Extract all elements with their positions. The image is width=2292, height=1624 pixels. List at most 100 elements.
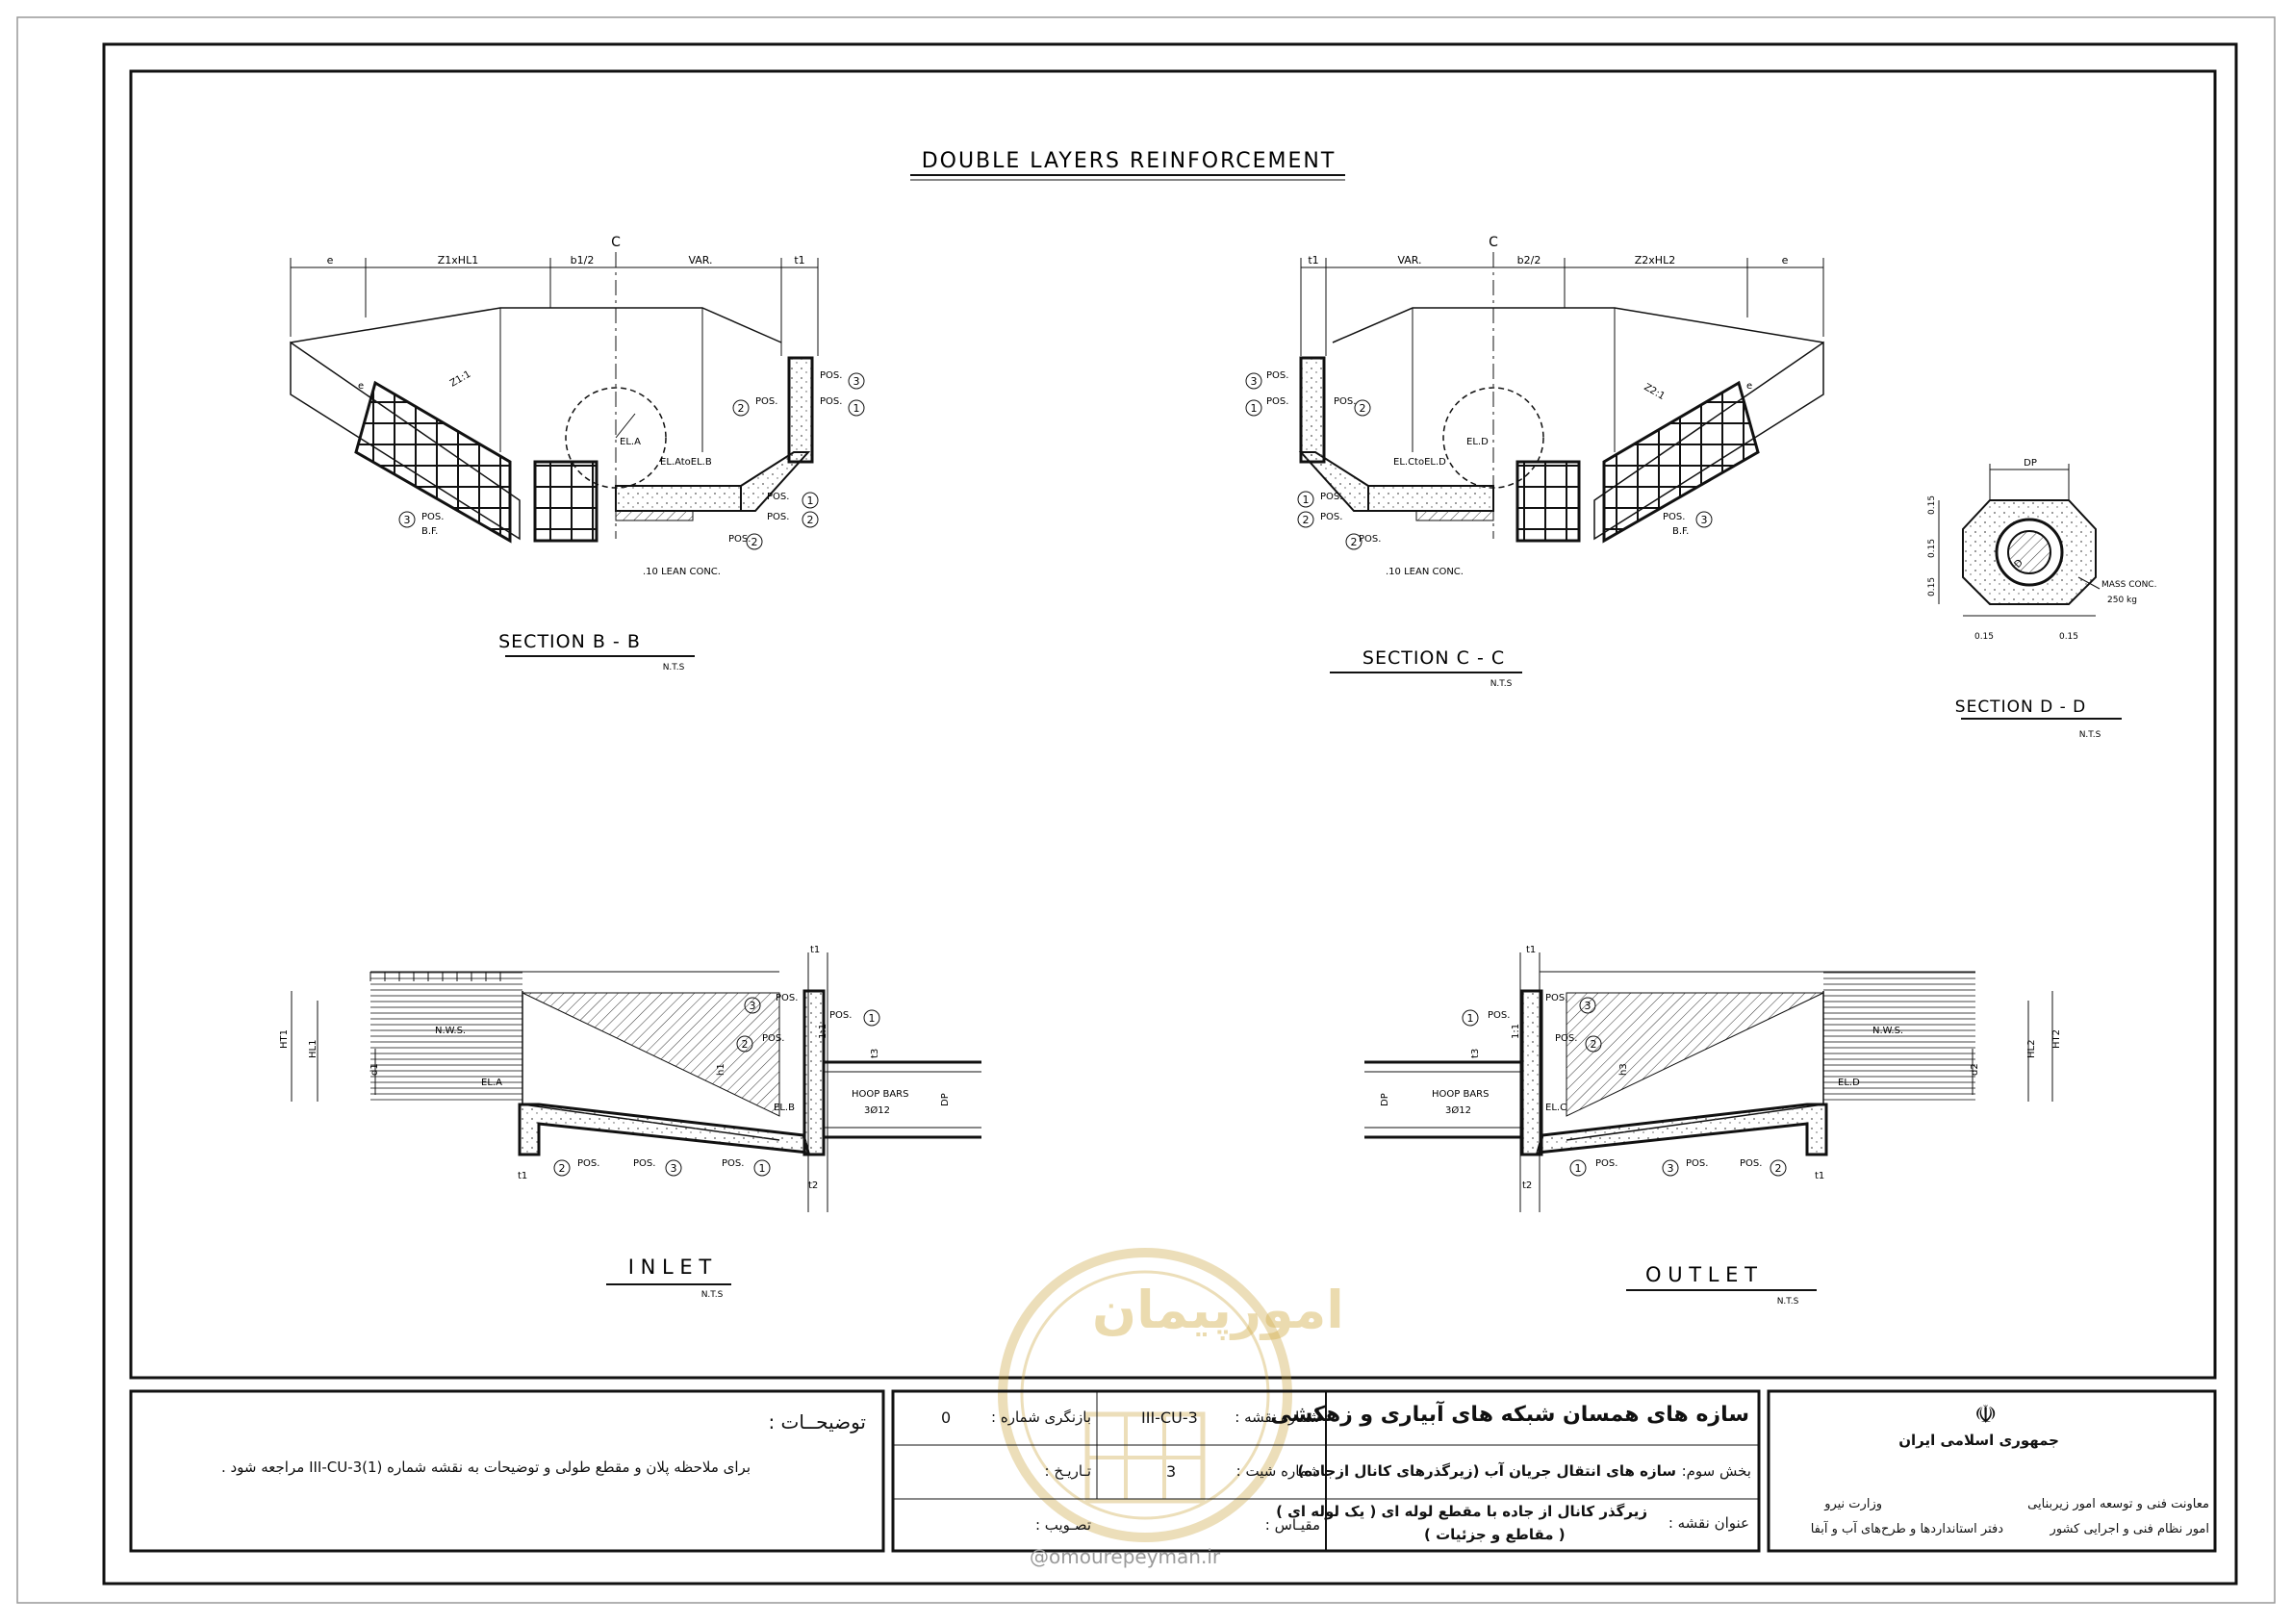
svg-text:POS.: POS. [1740, 1158, 1762, 1169]
svg-text:MASS CONC.: MASS CONC. [2101, 580, 2156, 590]
svg-text:1:1: 1:1 [818, 1024, 828, 1039]
svg-text:DP: DP [1380, 1093, 1390, 1106]
emblem-icon: ☫ [1974, 1401, 1998, 1430]
svg-text:2: 2 [807, 514, 814, 526]
inner-frame [102, 42, 2238, 1586]
svg-text:1:1: 1:1 [1511, 1024, 1521, 1039]
svg-text:EL.CtoEL.D: EL.CtoEL.D [1393, 457, 1446, 468]
svg-text:C: C [1489, 235, 1498, 250]
inlet-drawing: HT1 HL1 d1 h1 N.W.S. EL.A EL.B HOOP BARS… [279, 945, 981, 1212]
svg-text:e: e [358, 381, 364, 392]
svg-text:3: 3 [1668, 1162, 1674, 1175]
svg-text:B.F.: B.F. [421, 526, 438, 537]
svg-text:POS.: POS. [1595, 1158, 1617, 1169]
svg-text:EL.A: EL.A [481, 1078, 502, 1088]
svg-text:EL.D: EL.D [1466, 437, 1489, 447]
svg-text:t1: t1 [794, 254, 804, 266]
svg-text:POS.: POS. [767, 492, 789, 502]
svg-text:POS.: POS. [1266, 370, 1288, 381]
drawing-title-label: عنوان نقشه : [1668, 1514, 1749, 1532]
svg-text:1: 1 [853, 402, 860, 415]
section-bb-scale: N.T.S [663, 663, 685, 672]
date-label: تـاریـخ : [1044, 1462, 1091, 1480]
svg-text:VAR.: VAR. [1397, 254, 1421, 266]
notes-title: توضیحــات : [768, 1410, 866, 1434]
inlet-title: I N L E T [628, 1256, 712, 1279]
sheet-no-value: 3 [1166, 1462, 1177, 1481]
svg-text:POS.: POS. [633, 1158, 655, 1169]
part-label: بخش سوم: [1681, 1462, 1751, 1480]
part-value: سازه های انتقال جریان آب (زیرگذرهای کانا… [1297, 1462, 1677, 1480]
svg-text:POS.: POS. [577, 1158, 599, 1169]
svg-text:POS.: POS. [1320, 492, 1342, 502]
svg-text:2: 2 [742, 1038, 749, 1051]
sheet-no-label: شماره شیت : [1235, 1462, 1320, 1480]
section-dd-title: SECTION D - D [1955, 698, 2086, 717]
svg-text:h3: h3 [1618, 1063, 1629, 1076]
svg-text:e: e [1746, 381, 1752, 392]
title-block [129, 1389, 2217, 1553]
watermark-url: @omourepeyman.ir [1030, 1545, 1221, 1568]
outlet-drawing: HT2 HL2 d2 h3 N.W.S. EL.D EL.C HOOP BARS… [1364, 945, 2062, 1212]
svg-text:N.W.S.: N.W.S. [435, 1026, 466, 1036]
svg-text:1: 1 [759, 1162, 766, 1175]
svg-text:EL.D: EL.D [1838, 1078, 1860, 1088]
svg-text:POS.: POS. [1334, 396, 1356, 407]
svg-text:t1: t1 [518, 1171, 527, 1181]
svg-text:N.W.S.: N.W.S. [1872, 1026, 1903, 1036]
svg-text:3: 3 [750, 1000, 756, 1012]
svg-text:POS.: POS. [1359, 534, 1381, 545]
svg-text:1: 1 [1251, 402, 1258, 415]
svg-text:t2: t2 [1522, 1180, 1532, 1191]
svg-text:0.15: 0.15 [1927, 495, 1937, 515]
deputy-name: معاونت فنی و توسعه امور زیربنایی [2027, 1497, 2209, 1511]
svg-text:3: 3 [1251, 375, 1258, 388]
svg-text:EL.A: EL.A [620, 437, 641, 447]
svg-text:0.15: 0.15 [1927, 539, 1937, 558]
bureau-name: دفتر استانداردها و طرح‌های آب و آبفا [1810, 1522, 2003, 1536]
svg-text:B.F.: B.F. [1672, 526, 1689, 537]
svg-text:0.15: 0.15 [2059, 632, 2078, 642]
outer-frame [16, 16, 2276, 1604]
svg-text:2: 2 [738, 402, 745, 415]
svg-text:1: 1 [807, 495, 814, 507]
svg-text:POS.: POS. [728, 534, 751, 545]
svg-text:2: 2 [559, 1162, 566, 1175]
svg-text:t1: t1 [1526, 945, 1536, 955]
svg-text:Z1:1: Z1:1 [448, 369, 472, 390]
svg-text:3Ø12: 3Ø12 [1445, 1104, 1471, 1116]
svg-text:HL1: HL1 [308, 1040, 318, 1058]
section-cc-title: SECTION C - C [1362, 647, 1505, 669]
svg-text:3: 3 [1701, 514, 1708, 526]
svg-text:POS.: POS. [1686, 1158, 1708, 1169]
scale-label: مقیـاس : [1264, 1516, 1320, 1534]
notes-text: برای ملاحظه پلان و مقطع طولی و توضیحات ب… [220, 1459, 751, 1476]
section-bb-title: SECTION B - B [498, 631, 641, 652]
svg-text:t3: t3 [1470, 1049, 1481, 1058]
svg-text:HT1: HT1 [279, 1029, 290, 1049]
svg-text:Z2:1: Z2:1 [1643, 382, 1667, 402]
svg-text:Z1xHL1: Z1xHL1 [438, 254, 478, 266]
svg-text:Z2xHL2: Z2xHL2 [1635, 254, 1675, 266]
svg-text:t3: t3 [870, 1049, 880, 1058]
section-dd-drawing: DP D 0.15 0.15 0.15 0.15 0.15 MASS CONC.… [1927, 458, 2156, 642]
svg-text:t1: t1 [810, 945, 820, 955]
main-title: DOUBLE LAYERS REINFORCEMENT [922, 149, 1337, 173]
svg-text:t1: t1 [1815, 1171, 1824, 1181]
svg-text:2: 2 [1360, 402, 1366, 415]
svg-text:POS.: POS. [829, 1010, 852, 1021]
svg-text:2: 2 [1303, 514, 1310, 526]
svg-text:2: 2 [1775, 1162, 1782, 1175]
svg-text:2: 2 [751, 536, 758, 548]
svg-text:1: 1 [869, 1012, 876, 1025]
svg-text:t2: t2 [808, 1180, 818, 1191]
svg-text:POS.: POS. [776, 993, 798, 1003]
svg-text:250 kg: 250 kg [2107, 596, 2137, 605]
revision-label: بازنگری شماره : [991, 1408, 1091, 1426]
section-dd-scale: N.T.S [2079, 730, 2101, 740]
svg-text:t1: t1 [1308, 254, 1318, 266]
svg-text:d2: d2 [1970, 1063, 1980, 1076]
country-name: جمهوری اسلامی ایران [1898, 1432, 2059, 1449]
svg-text:C: C [611, 235, 621, 250]
